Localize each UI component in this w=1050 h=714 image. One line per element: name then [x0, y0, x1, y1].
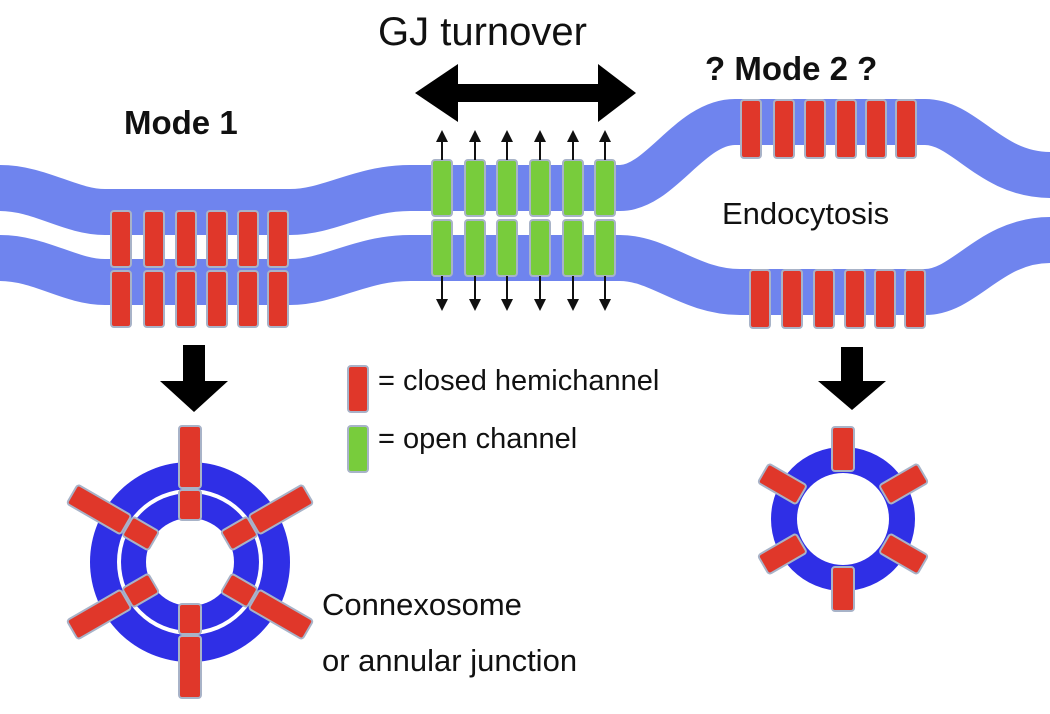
- membranes: [0, 99, 1050, 315]
- endocytic-vesicle: [771, 447, 915, 591]
- connexosome-channels: [66, 425, 314, 699]
- mode2-lower-hemichannels: [749, 269, 926, 329]
- mode1-label: Mode 1: [124, 104, 238, 141]
- connexosome-ring: [90, 462, 290, 662]
- channel-flux-arrows: [436, 130, 611, 311]
- mode2-upper-hemichannels: [740, 99, 917, 159]
- legend-open-swatch: [347, 425, 369, 473]
- legend-closed-label: = closed hemichannel: [378, 365, 660, 397]
- endocytosis-label: Endocytosis: [722, 196, 890, 231]
- open-channels: [431, 159, 616, 277]
- turnover-double-arrow: [415, 64, 636, 122]
- mode1-channel-pairs: [110, 210, 289, 328]
- diagram-title: GJ turnover: [378, 10, 587, 54]
- mode1-down-arrow: [160, 345, 228, 412]
- legend-open-label: = open channel: [378, 423, 578, 455]
- mode2-label: ? Mode 2 ?: [705, 50, 878, 87]
- vesicle-hemichannels: [757, 426, 929, 612]
- mode2-down-arrow: [818, 347, 886, 410]
- legend-closed-swatch: [347, 365, 369, 413]
- lower-membrane: [0, 217, 1050, 315]
- upper-membrane: [0, 99, 1050, 235]
- annular-junction-label: or annular junction: [322, 643, 578, 678]
- connexosome-label: Connexosome: [322, 587, 522, 622]
